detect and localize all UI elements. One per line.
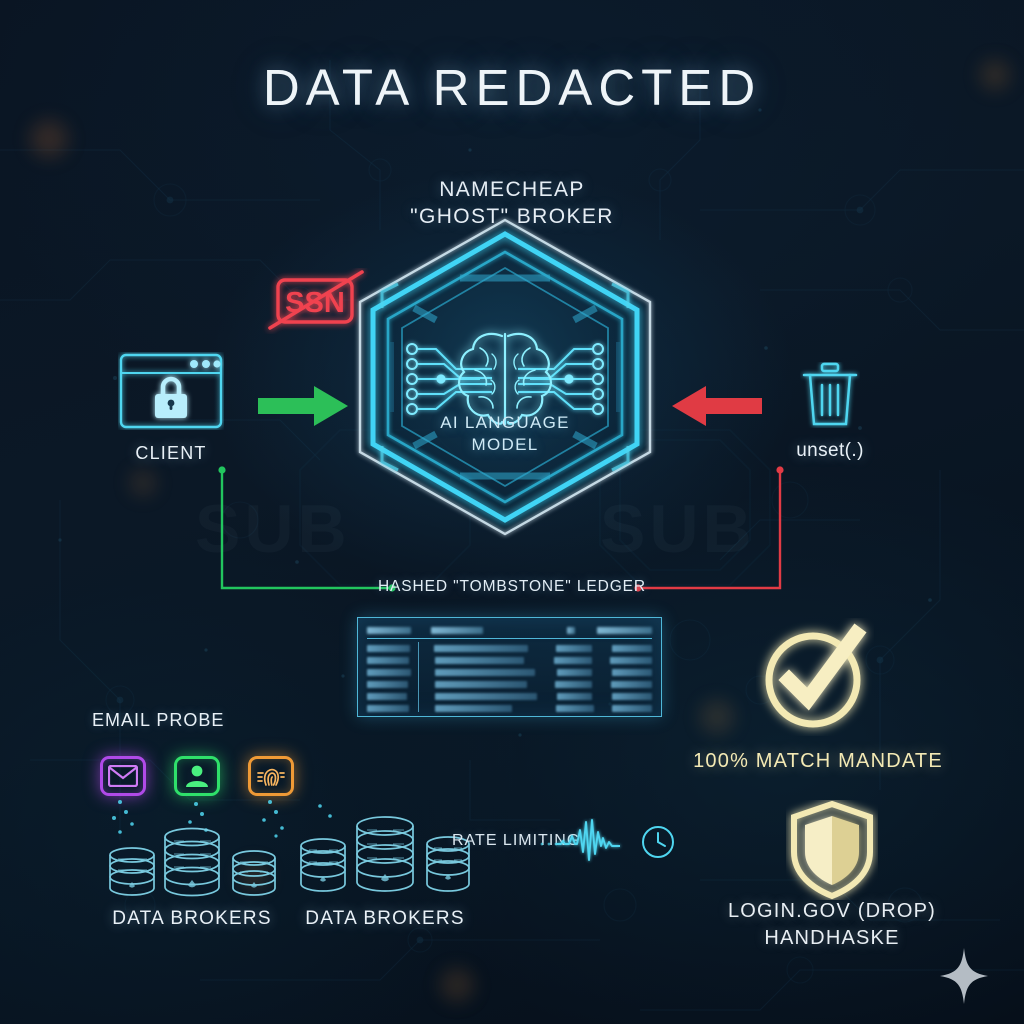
database-stack-icon: [300, 816, 470, 892]
client-label: CLIENT: [135, 443, 207, 463]
waveform-lead-dots: [540, 842, 558, 846]
ghost-watermark-text: SUB: [600, 491, 756, 567]
table-row: [367, 642, 653, 654]
user-profile-icon: [174, 756, 220, 796]
table-row: [367, 654, 653, 666]
data-brokers-label: DATA BROKERS: [305, 908, 465, 929]
table-row: [367, 702, 652, 714]
broker-label: NAMECHEAP "GHOST" BROKER: [0, 176, 1024, 230]
unset-label: unset(.): [796, 440, 864, 461]
table-row: [367, 690, 653, 702]
table-row: [367, 678, 652, 690]
ssn-blocked-icon: SSN: [268, 270, 364, 330]
shield-icon: [791, 800, 873, 900]
red-left-arrow-icon: [672, 386, 762, 426]
ledger-label: HASHED "TOMBSTONE" LEDGER: [377, 578, 647, 595]
fingerprint-id-icon: [248, 756, 294, 796]
envelope-icon: [100, 756, 146, 796]
green-right-arrow-icon: [258, 386, 348, 426]
browser-lock-icon: [119, 353, 223, 429]
data-brokers-label: DATA BROKERS: [112, 908, 272, 929]
table-header-row: [367, 623, 652, 639]
broker-label-line2: "GHOST" BROKER: [410, 205, 614, 228]
database-stack-icon: [109, 827, 276, 897]
brain-icon: [458, 332, 552, 426]
rate-limiting-label: RATE LIMITING: [452, 832, 581, 849]
data-flow-dots: [112, 800, 332, 838]
login-gov-label-line1: LOGIN.GOV (DROP): [727, 900, 937, 922]
table-row: [367, 666, 652, 678]
table-column-divider: [418, 642, 420, 712]
ghost-watermark-text: SUB: [195, 491, 351, 567]
model-label: AI LANGUAGE MODEL: [340, 412, 670, 456]
broker-label-line1: NAMECHEAP: [439, 178, 585, 201]
trash-can-icon: [802, 362, 858, 426]
model-label-line2: MODEL: [471, 435, 539, 454]
model-label-line1: AI LANGUAGE: [440, 413, 570, 432]
ai-model-hexagon: AI LANGUAGE MODEL: [340, 212, 670, 542]
waveform-icon: [556, 819, 620, 861]
check-circle-icon: [765, 623, 867, 728]
email-probe-label: EMAIL PROBE: [92, 710, 225, 730]
login-gov-label-line2: HANDHASKE: [764, 927, 900, 949]
login-gov-label: LOGIN.GOV (DROP) HANDHASKE: [672, 898, 992, 952]
clock-icon: [642, 826, 674, 858]
data-table-icon: [357, 617, 662, 717]
page-title: DATA REDACTED: [262, 59, 762, 116]
match-mandate-label: 100% MATCH MANDATE: [693, 750, 943, 772]
four-point-star-icon: [940, 948, 988, 1004]
